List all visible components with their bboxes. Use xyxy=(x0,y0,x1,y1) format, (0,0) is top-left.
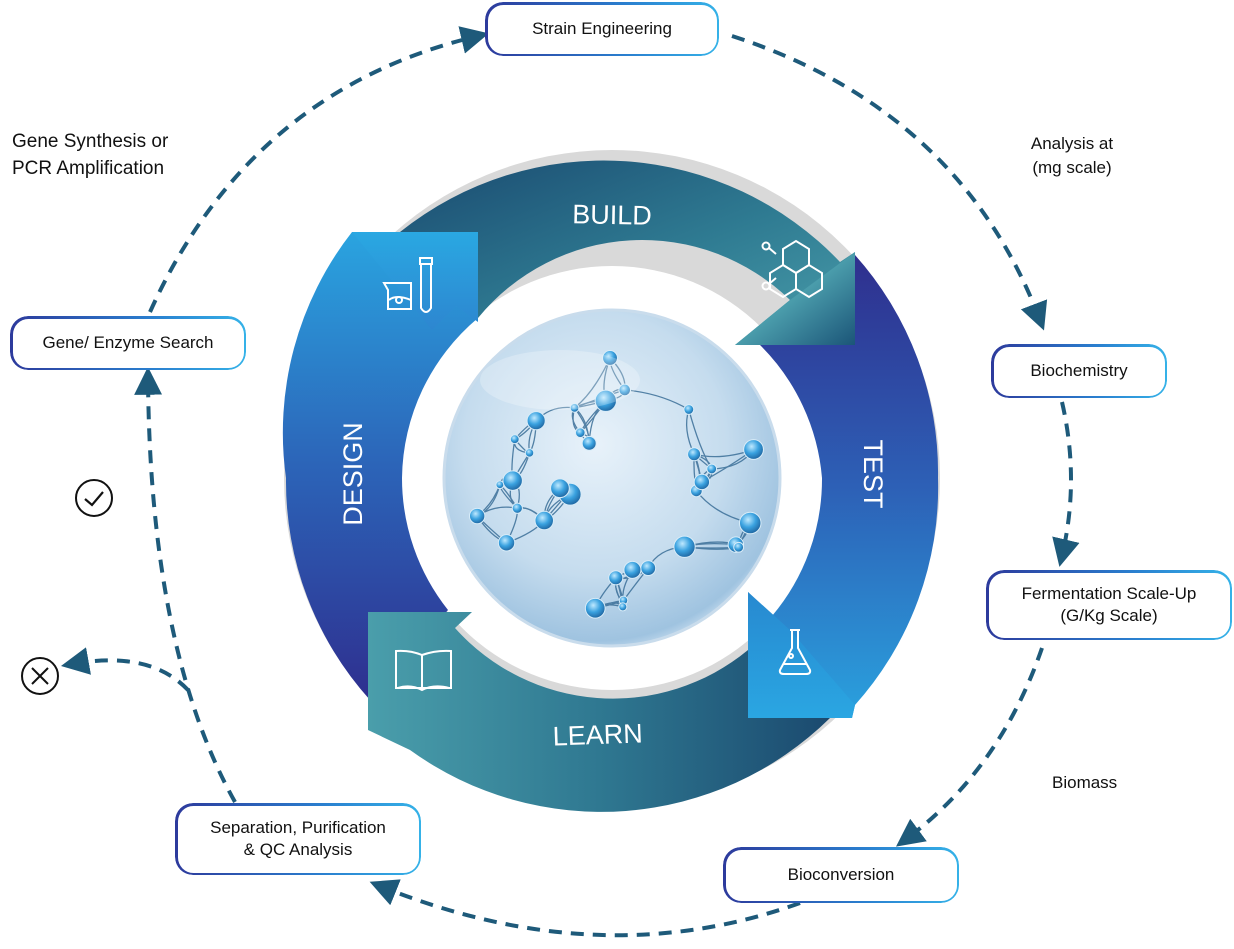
node-label: Gene/ Enzyme Search xyxy=(42,333,214,352)
network-atom xyxy=(640,560,657,577)
network-atom xyxy=(524,448,535,458)
annotation-text: Biomass xyxy=(1052,773,1118,792)
network-atom xyxy=(550,478,570,499)
network-atom xyxy=(608,570,624,586)
node-biochemistry[interactable]: Biochemistry xyxy=(991,344,1167,398)
stage-label-learn: LEARN xyxy=(552,718,643,751)
network-atom xyxy=(673,535,696,558)
arrow-biochemistry-to-fermentation xyxy=(1052,401,1080,567)
network-atom xyxy=(733,541,745,553)
node-label-line-1: Fermentation Scale-Up xyxy=(1021,584,1197,603)
network-atom xyxy=(526,411,546,431)
network-atom xyxy=(569,403,580,413)
network-atom xyxy=(511,502,523,514)
annotation-biomass: Biomass xyxy=(1052,771,1117,795)
stage-label-build: BUILD xyxy=(572,199,652,230)
arrow-to-fail xyxy=(60,647,190,692)
network-atom xyxy=(623,560,642,579)
network-bond xyxy=(624,389,690,411)
annotation-line-2: PCR Amplification xyxy=(12,158,165,179)
annotation-line-2: (mg scale) xyxy=(1032,158,1112,177)
molecule-icon xyxy=(761,239,823,299)
network-atom xyxy=(509,434,520,445)
arrow-fermentation-to-bioconversion xyxy=(895,647,1044,847)
check-circle-icon xyxy=(75,479,113,517)
network-atom xyxy=(574,427,586,438)
network-atom xyxy=(497,534,516,552)
node-label: Biochemistry xyxy=(1030,361,1128,380)
network-atom xyxy=(687,447,702,462)
network-atom xyxy=(581,435,597,451)
arrow-strain-to-biochemistry xyxy=(731,34,1048,331)
node-label: Strain Engineering xyxy=(532,19,672,38)
arrow-bioconversion-to-separation xyxy=(369,879,801,938)
network-atom xyxy=(594,389,617,412)
node-strain-engineering[interactable]: Strain Engineering xyxy=(485,2,719,56)
node-label-line-2: (G/Kg Scale) xyxy=(1060,606,1158,625)
molecular-network-sphere xyxy=(442,308,782,648)
network-atom xyxy=(743,439,764,460)
node-label-line-2: & QC Analysis xyxy=(243,840,353,859)
learn-segment[interactable] xyxy=(368,612,830,812)
network-atom xyxy=(502,470,523,491)
stage-label-design: DESIGN xyxy=(338,422,368,526)
node-label-line-1: Separation, Purification xyxy=(210,818,386,837)
flow-arrows xyxy=(60,26,1080,938)
network-atom xyxy=(738,511,762,535)
beaker-test-tube-icon xyxy=(382,257,433,313)
node-separation-purification[interactable]: Separation, Purification & QC Analysis xyxy=(175,803,421,875)
arrow-separation-to-gene-search xyxy=(134,366,237,803)
network-atom xyxy=(618,602,628,612)
network-atom xyxy=(706,463,718,475)
network-atom xyxy=(468,507,486,525)
stage-label-test: TEST xyxy=(858,439,888,508)
node-fermentation-scale-up[interactable]: Fermentation Scale-Up (G/Kg Scale) xyxy=(986,570,1232,640)
network-atom xyxy=(618,383,632,397)
network-atom xyxy=(693,473,711,491)
annotation-line-1: Gene Synthesis or xyxy=(12,131,169,152)
node-label: Bioconversion xyxy=(787,865,895,884)
network-atom xyxy=(584,597,606,619)
node-bioconversion[interactable]: Bioconversion xyxy=(723,847,959,903)
annotation-gene-synthesis: Gene Synthesis or PCR Amplification xyxy=(12,128,168,182)
network-atom xyxy=(602,350,618,366)
arrow-gene-search-to-strain xyxy=(148,26,489,313)
node-gene-enzyme-search[interactable]: Gene/ Enzyme Search xyxy=(10,316,246,370)
x-circle-icon xyxy=(21,657,59,695)
build-segment[interactable] xyxy=(400,160,855,345)
book-icon xyxy=(395,649,452,692)
annotation-analysis-mg-scale: Analysis at (mg scale) xyxy=(1022,132,1122,180)
design-segment[interactable] xyxy=(282,232,520,700)
annotation-line-1: Analysis at xyxy=(1030,134,1114,153)
network-atom xyxy=(534,510,554,531)
network-atom xyxy=(683,404,695,415)
flask-icon xyxy=(778,629,812,675)
